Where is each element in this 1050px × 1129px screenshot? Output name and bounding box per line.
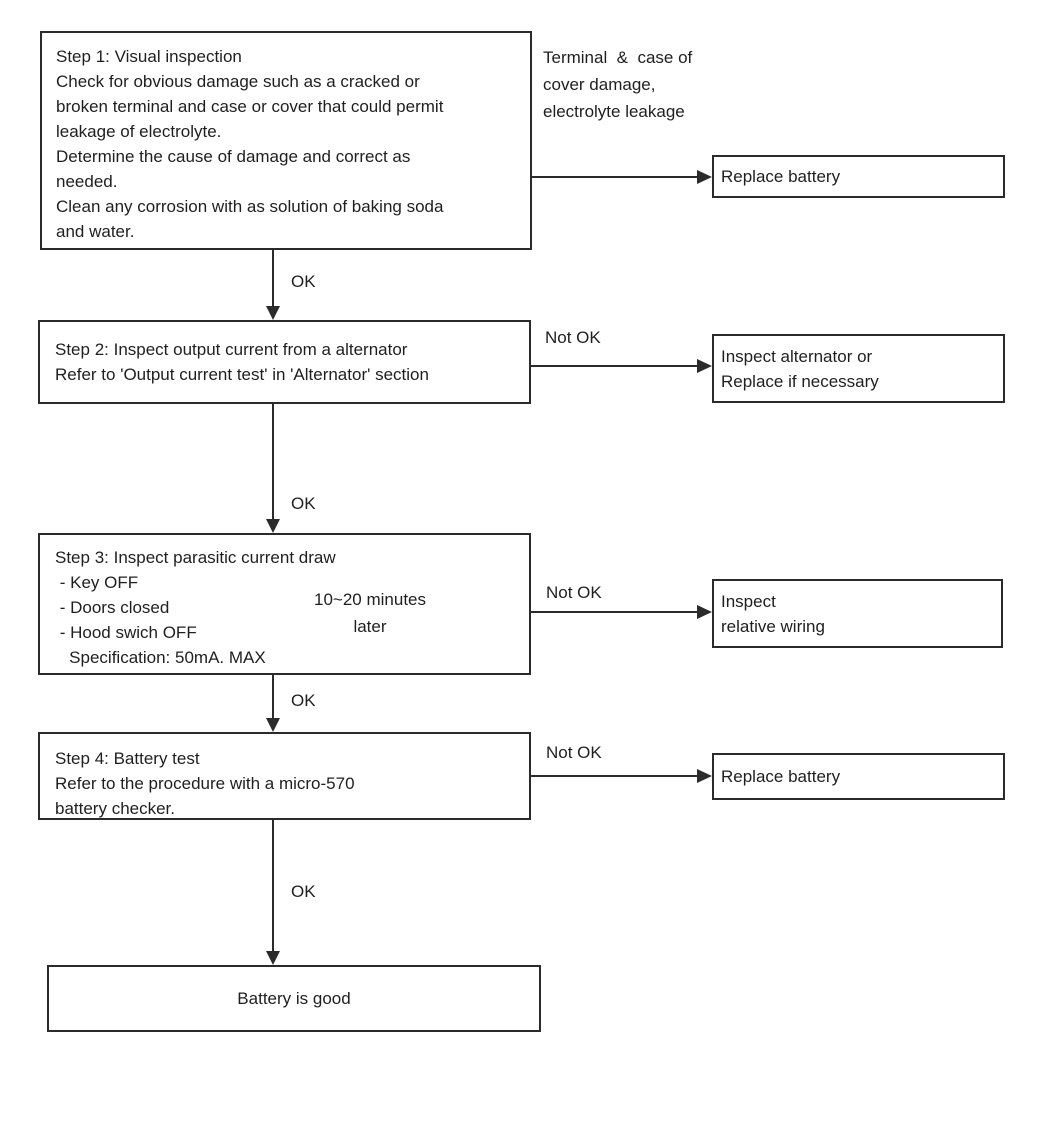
not-ok-label-1: Not OK — [545, 328, 601, 347]
replace-battery-top-box: Replace battery — [712, 155, 1005, 198]
step2-text: Step 2: Inspect output current from a al… — [55, 340, 429, 384]
arrowhead-step1-step2 — [266, 306, 280, 320]
step3-text: Step 3: Inspect parasitic current draw -… — [55, 548, 336, 667]
timer-note: 10~20 minutes later — [314, 590, 426, 636]
step2-box: Step 2: Inspect output current from a al… — [38, 320, 531, 404]
ok-label-4: OK — [291, 882, 316, 901]
inspect-wiring-text: Inspect relative wiring — [721, 591, 825, 636]
inspect-wiring-box: Inspect relative wiring — [712, 579, 1003, 648]
arrowhead-step3-step4 — [266, 718, 280, 732]
step4-text: Step 4: Battery test Refer to the proced… — [55, 749, 355, 818]
step4-box: Step 4: Battery test Refer to the proced… — [38, 732, 531, 820]
step1-text: Step 1: Visual inspection Check for obvi… — [56, 47, 444, 241]
replace-battery-bottom-text: Replace battery — [721, 767, 841, 786]
arrowhead-step4-final — [266, 951, 280, 965]
arrowhead-step4-replace — [697, 769, 712, 783]
inspect-alternator-box: Inspect alternator or Replace if necessa… — [712, 334, 1005, 403]
step1-box: Step 1: Visual inspection Check for obvi… — [40, 31, 532, 250]
ok-label-2: OK — [291, 494, 316, 513]
ok-label-1: OK — [291, 272, 316, 291]
not-ok-label-3: Not OK — [546, 743, 602, 762]
not-ok-label-2: Not OK — [546, 583, 602, 602]
arrowhead-step3-wiring — [697, 605, 712, 619]
ok-label-3: OK — [291, 691, 316, 710]
battery-good-box: Battery is good — [47, 965, 541, 1032]
inspect-alternator-text: Inspect alternator or Replace if necessa… — [721, 346, 879, 391]
replace-battery-bottom-box: Replace battery — [712, 753, 1005, 800]
arrowhead-step1-replace — [697, 170, 712, 184]
replace-battery-top-text: Replace battery — [721, 167, 841, 186]
arrowhead-step2-alternator — [697, 359, 712, 373]
step3-box: Step 3: Inspect parasitic current draw -… — [38, 533, 531, 675]
arrowhead-step2-step3 — [266, 519, 280, 533]
battery-good-text: Battery is good — [237, 989, 351, 1008]
damage-note: Terminal & case of cover damage, electro… — [543, 48, 693, 121]
